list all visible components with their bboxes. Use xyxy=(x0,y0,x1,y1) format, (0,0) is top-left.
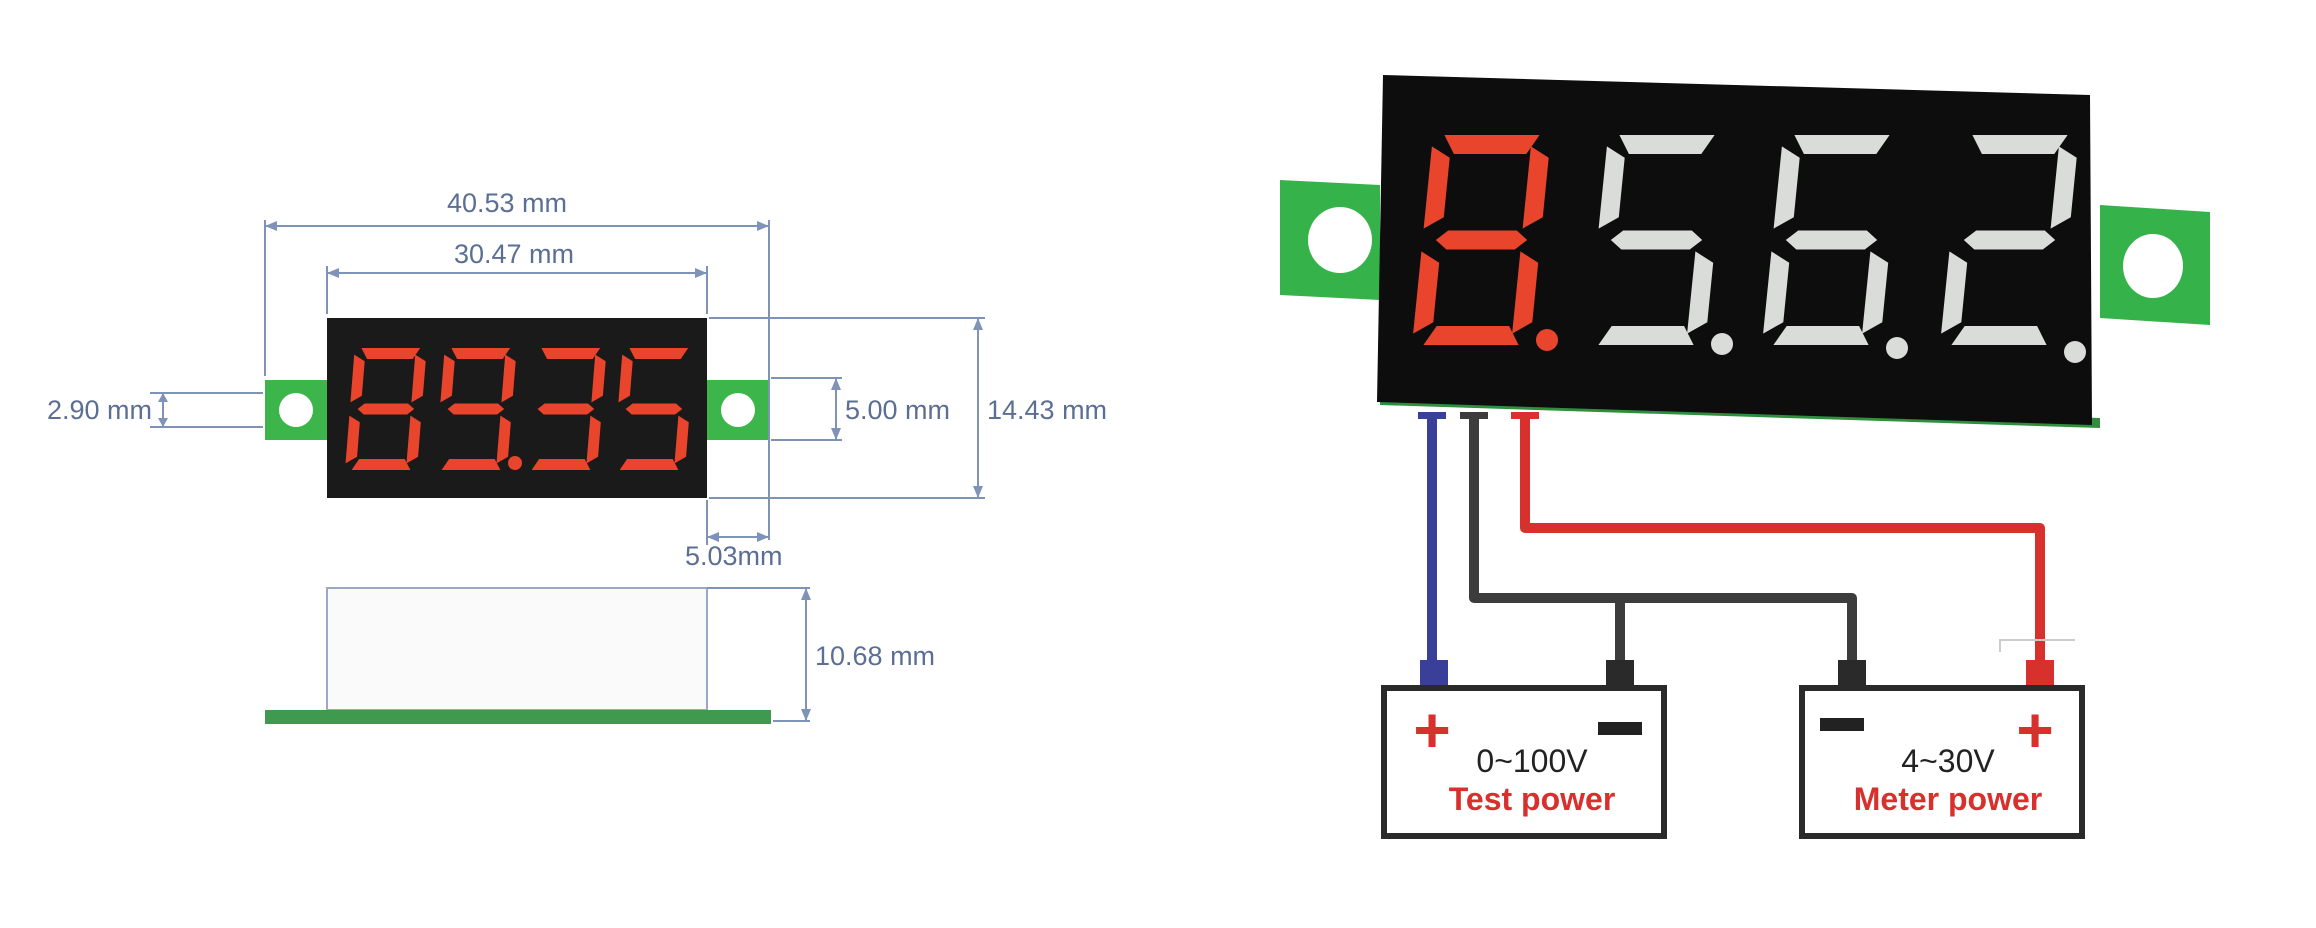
large-digit-1-segment-a xyxy=(1444,135,1540,154)
side-view-pcb xyxy=(265,710,771,724)
large-digit-1-segment-c xyxy=(1512,251,1539,334)
small-digit-3-segment-c xyxy=(586,415,601,464)
small-digit-1-segment-d xyxy=(351,459,411,470)
small-digit-2-segment-f xyxy=(440,354,455,403)
large-digit-1-segment-g xyxy=(1435,230,1528,250)
meter-plus-sign: + xyxy=(2016,694,2053,766)
side-view-body xyxy=(326,587,708,711)
large-digit-3-segment-f xyxy=(1773,146,1800,229)
small-digit-1-segment-e xyxy=(345,415,360,464)
large-digit-4-segment-d xyxy=(1951,326,2047,345)
overall-width-label: 40.53 mm xyxy=(447,188,567,218)
large-digit-2-segment-d xyxy=(1598,326,1694,345)
small-digit-1-segment-c xyxy=(406,415,421,464)
large-digit-1-segment-e xyxy=(1413,251,1440,334)
small-digit-2-segment-a xyxy=(451,348,511,359)
hole-pitch-label: 5.00 mm xyxy=(845,395,950,425)
meter-voltage: 4~30V xyxy=(1901,743,1995,779)
small-digit-1-segment-f xyxy=(350,354,365,403)
meter-label: Meter power xyxy=(1854,781,2042,817)
large-digit-3-segment-a xyxy=(1794,135,1890,154)
large-digit-2-segment-a xyxy=(1619,135,1715,154)
small-digit-2-segment-c xyxy=(496,415,511,464)
large-digit-4-segment-a xyxy=(1972,135,2068,154)
large-digit-4-segment-g xyxy=(1963,230,2056,250)
small-digit-1-segment-a xyxy=(361,348,421,359)
small-digit-2-segment-g xyxy=(447,403,505,415)
left-mount-hole xyxy=(279,393,313,427)
wire-black xyxy=(1469,415,1857,672)
small-digit-4-segment-d xyxy=(619,459,679,470)
test-minus-sign xyxy=(1598,722,1642,735)
dimension-drawing: 40.53 mm 30.47 mm 2.90 mm 5.00 mm 14.43 … xyxy=(47,188,1107,724)
large-digit-4-segment-e xyxy=(1941,251,1968,334)
large-digit-1-segment-b xyxy=(1522,146,1549,229)
large-display-body xyxy=(1377,75,2092,425)
small-digit-2-segment-d xyxy=(441,459,501,470)
large-digit-3-segment-e xyxy=(1763,251,1790,334)
large-display-digits xyxy=(1413,135,2086,363)
large-decimal-point xyxy=(1886,337,1908,359)
small-digit-2-segment-b xyxy=(501,354,516,403)
small-digit-4-segment-f xyxy=(618,354,633,403)
right-mount-hole xyxy=(721,393,755,427)
small-digit-3-segment-a xyxy=(541,348,601,359)
small-digit-3-segment-g xyxy=(537,403,595,415)
tab-width-label: 5.03mm xyxy=(685,541,783,571)
small-digit-4-segment-a xyxy=(629,348,689,359)
wiring-diagram: + 0~100V Test power + 4~30V Meter power xyxy=(1280,75,2210,839)
small-decimal-point xyxy=(508,456,522,470)
pcb-left-hole xyxy=(1308,207,1372,273)
large-digit-1-segment-f xyxy=(1423,146,1450,229)
large-decimal-point xyxy=(1536,329,1558,351)
depth-label: 10.68 mm xyxy=(815,641,935,671)
large-decimal-point xyxy=(1711,333,1733,355)
large-digit-2-segment-c xyxy=(1687,251,1714,334)
large-digit-4-segment-b xyxy=(2050,146,2077,229)
large-digit-1-segment-d xyxy=(1423,326,1519,345)
large-digit-3-segment-g xyxy=(1785,230,1878,250)
pcb-right-hole xyxy=(2123,234,2183,298)
large-digit-2-segment-f xyxy=(1598,146,1625,229)
test-voltage: 0~100V xyxy=(1476,743,1588,779)
hole-size-label: 2.90 mm xyxy=(47,395,152,425)
large-decimal-point xyxy=(2064,341,2086,363)
small-digit-1-segment-g xyxy=(357,403,415,415)
small-digit-3-segment-d xyxy=(531,459,591,470)
display-width-label: 30.47 mm xyxy=(454,239,574,269)
test-power-supply: + 0~100V Test power xyxy=(1381,685,1667,839)
test-label: Test power xyxy=(1449,781,1616,817)
large-digit-2-segment-g xyxy=(1610,230,1703,250)
wire-red xyxy=(1520,415,2045,672)
small-display-digits xyxy=(345,348,689,470)
small-digit-4-segment-c xyxy=(674,415,689,464)
small-digit-4-segment-g xyxy=(625,403,683,415)
small-digit-1-segment-b xyxy=(411,354,426,403)
large-digit-3-segment-d xyxy=(1773,326,1869,345)
height-label: 14.43 mm xyxy=(987,395,1107,425)
meter-minus-sign xyxy=(1820,718,1864,731)
test-plus-sign: + xyxy=(1413,694,1450,766)
small-digit-3-segment-b xyxy=(591,354,606,403)
large-digit-3-segment-c xyxy=(1862,251,1889,334)
meter-power-supply: + 4~30V Meter power xyxy=(1799,685,2085,839)
